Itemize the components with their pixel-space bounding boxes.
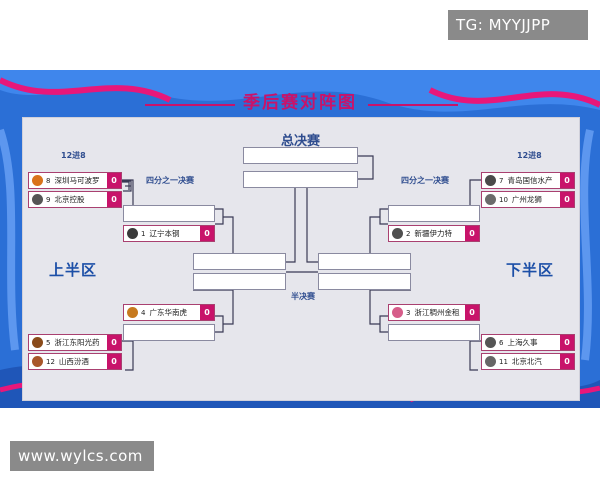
- team-score: 0: [107, 192, 121, 207]
- team-slot-shenzhen[interactable]: 8 深圳马可波罗 0: [28, 172, 122, 189]
- team-name: 辽宁本钢: [149, 229, 180, 238]
- team-name: 北京控股: [54, 195, 85, 204]
- semifinal-label: 半决赛: [291, 292, 315, 301]
- bracket-board: 总决赛 12进8 12进8 四分之一决赛 四分之一决赛 半决赛 上半区 下半区 …: [22, 117, 580, 401]
- team-score: 0: [560, 354, 574, 369]
- right-upper-quarterfinal-slot[interactable]: [388, 205, 480, 222]
- upper-half-label: 上半区: [49, 261, 98, 279]
- team-slot-liaoning[interactable]: 1 辽宁本钢 0: [123, 225, 215, 242]
- team-logo-icon: [127, 228, 138, 239]
- team-seed: 3: [406, 308, 411, 317]
- team-name: 深圳马可波罗: [54, 176, 100, 185]
- left-upper-quarterfinal-slot[interactable]: [123, 205, 215, 222]
- team-score: 0: [465, 305, 479, 320]
- team-name: 山西汾酒: [58, 357, 89, 366]
- final-slot-bottom[interactable]: [243, 171, 358, 188]
- team-seed: 5: [46, 338, 51, 347]
- team-slot-shanxi[interactable]: 12 山西汾酒 0: [28, 353, 122, 370]
- team-score: 0: [465, 226, 479, 241]
- team-seed: 9: [46, 195, 51, 204]
- semifinal-right-slot-top[interactable]: [318, 253, 411, 270]
- team-logo-icon: [392, 228, 403, 239]
- right-quarterfinal-label: 四分之一决赛: [401, 176, 449, 185]
- final-slot-top[interactable]: [243, 147, 358, 164]
- team-name: 浙江东阳光药: [54, 338, 100, 347]
- lower-half-label: 下半区: [506, 261, 555, 279]
- team-logo-icon: [127, 307, 138, 318]
- team-name: 青岛国信水产: [507, 176, 553, 185]
- right-round1-label: 12进8: [517, 151, 542, 160]
- team-name: 北京北汽: [511, 357, 542, 366]
- right-lower-quarterfinal-slot[interactable]: [388, 324, 480, 341]
- team-logo-icon: [32, 337, 43, 348]
- team-seed: 2: [406, 229, 411, 238]
- team-logo-icon: [485, 194, 496, 205]
- team-seed: 8: [46, 176, 51, 185]
- playoff-bracket-poster: 季后赛对阵图: [0, 70, 600, 408]
- team-name: 浙江稠州金租: [414, 308, 460, 317]
- team-slot-xinjiang[interactable]: 2 新疆伊力特 0: [388, 225, 480, 242]
- semifinal-right-slot-bottom[interactable]: [318, 273, 411, 290]
- team-slot-qingdao[interactable]: 7 青岛国信水产 0: [481, 172, 575, 189]
- team-slot-beijing-kong-gu[interactable]: 9 北京控股 0: [28, 191, 122, 208]
- team-slot-zhejiang-chouzhou[interactable]: 3 浙江稠州金租 0: [388, 304, 480, 321]
- title-rule-left: [145, 104, 235, 106]
- team-logo-icon: [485, 356, 496, 367]
- final-label: 总决赛: [281, 134, 321, 149]
- team-logo-icon: [485, 175, 496, 186]
- team-slot-shanghai[interactable]: 6 上海久事 0: [481, 334, 575, 351]
- team-logo-icon: [485, 337, 496, 348]
- watermark-top: TG: MYYJJPP: [448, 10, 588, 40]
- team-score: 0: [560, 173, 574, 188]
- team-slot-guangdong[interactable]: 4 广东华南虎 0: [123, 304, 215, 321]
- team-logo-icon: [392, 307, 403, 318]
- team-seed: 4: [141, 308, 146, 317]
- team-slot-beijing-beiqi[interactable]: 11 北京北汽 0: [481, 353, 575, 370]
- team-seed: 12: [46, 357, 55, 366]
- team-logo-icon: [32, 356, 43, 367]
- team-score: 0: [107, 354, 121, 369]
- team-seed: 6: [499, 338, 504, 347]
- title-rule-right: [368, 104, 458, 106]
- team-score: 0: [560, 192, 574, 207]
- team-slot-zhejiang-dongyangguang[interactable]: 5 浙江东阳光药 0: [28, 334, 122, 351]
- team-name: 上海久事: [507, 338, 538, 347]
- team-score: 0: [560, 335, 574, 350]
- semifinal-left-slot-bottom[interactable]: [193, 273, 286, 290]
- team-seed: 11: [499, 357, 508, 366]
- left-quarterfinal-label: 四分之一决赛: [146, 176, 194, 185]
- team-seed: 10: [499, 195, 508, 204]
- team-logo-icon: [32, 175, 43, 186]
- left-round1-label: 12进8: [61, 151, 86, 160]
- watermark-bottom: www.wylcs.com: [10, 441, 154, 471]
- team-score: 0: [200, 226, 214, 241]
- poster-title: 季后赛对阵图: [243, 93, 357, 113]
- team-name: 广州龙狮: [511, 195, 542, 204]
- team-name: 新疆伊力特: [414, 229, 452, 238]
- semifinal-left-slot-top[interactable]: [193, 253, 286, 270]
- team-seed: 7: [499, 176, 504, 185]
- team-score: 0: [107, 335, 121, 350]
- team-seed: 1: [141, 229, 146, 238]
- team-score: 0: [200, 305, 214, 320]
- left-lower-quarterfinal-slot[interactable]: [123, 324, 215, 341]
- team-score: 0: [107, 173, 121, 188]
- team-name: 广东华南虎: [149, 308, 187, 317]
- team-slot-guangzhou[interactable]: 10 广州龙狮 0: [481, 191, 575, 208]
- team-logo-icon: [32, 194, 43, 205]
